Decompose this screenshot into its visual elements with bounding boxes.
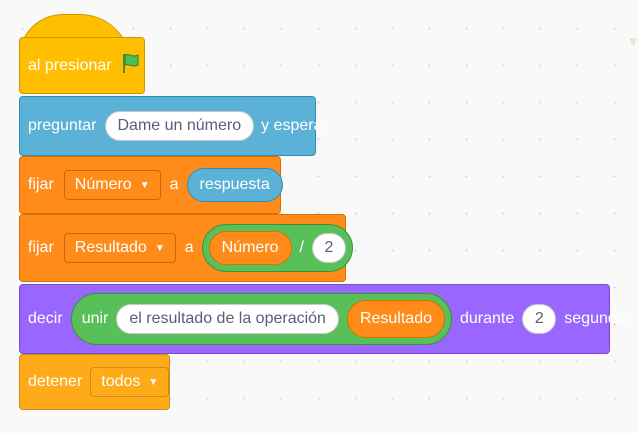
say-label: decir [28,310,63,327]
set-resultado-block[interactable]: fijar Resultado ▼ a Número / 2 [19,214,353,282]
numero-reporter[interactable]: Número [208,231,292,265]
join-label: unir [81,310,109,327]
during-label: durante [460,310,515,327]
variable-name: Número [74,176,132,193]
say-for-secs-block[interactable]: decir unir el resultado de la operación … [19,284,634,354]
dropdown-caret-icon: ▼ [139,179,150,191]
hat-label: al presionar [28,56,112,74]
stop-label: detener [28,373,83,390]
ask-label: preguntar [28,117,97,134]
join-text-input[interactable]: el resultado de la operación [116,304,339,334]
ask-wait-label: y esperar [261,117,328,134]
stop-all-block[interactable]: detener todos ▼ [19,354,170,410]
variable-dropdown-resultado[interactable]: Resultado ▼ [63,233,176,263]
to-label: a [184,239,194,256]
ask-question-input[interactable]: Dame un número [104,111,255,141]
set-label: fijar [28,239,54,256]
to-label: a [169,176,179,193]
variable-dropdown-numero[interactable]: Número ▼ [63,170,161,200]
partial-sprite-icon: ♆ [628,33,638,49]
divide-symbol: / [299,239,304,256]
stop-option: todos [101,373,141,390]
stop-option-dropdown[interactable]: todos ▼ [90,367,170,397]
set-numero-block[interactable]: fijar Número ▼ a respuesta [19,156,283,214]
variable-name: Resultado [74,239,147,256]
dropdown-caret-icon: ▼ [154,242,165,254]
seconds-input[interactable]: 2 [522,304,557,334]
set-label: fijar [28,176,54,193]
divide-operator[interactable]: Número / 2 [201,224,353,272]
divisor-input[interactable]: 2 [312,233,346,263]
ask-and-wait-block[interactable]: preguntar Dame un número y esperar [19,96,328,156]
dropdown-caret-icon: ▼ [148,376,159,388]
when-flag-clicked-block[interactable]: al presionar [19,37,145,94]
resultado-reporter[interactable]: Resultado [346,300,445,338]
join-operator[interactable]: unir el resultado de la operación Result… [70,293,452,345]
green-flag-icon [120,52,142,79]
answer-reporter[interactable]: respuesta [186,168,283,202]
seconds-label: segundos [564,310,634,327]
